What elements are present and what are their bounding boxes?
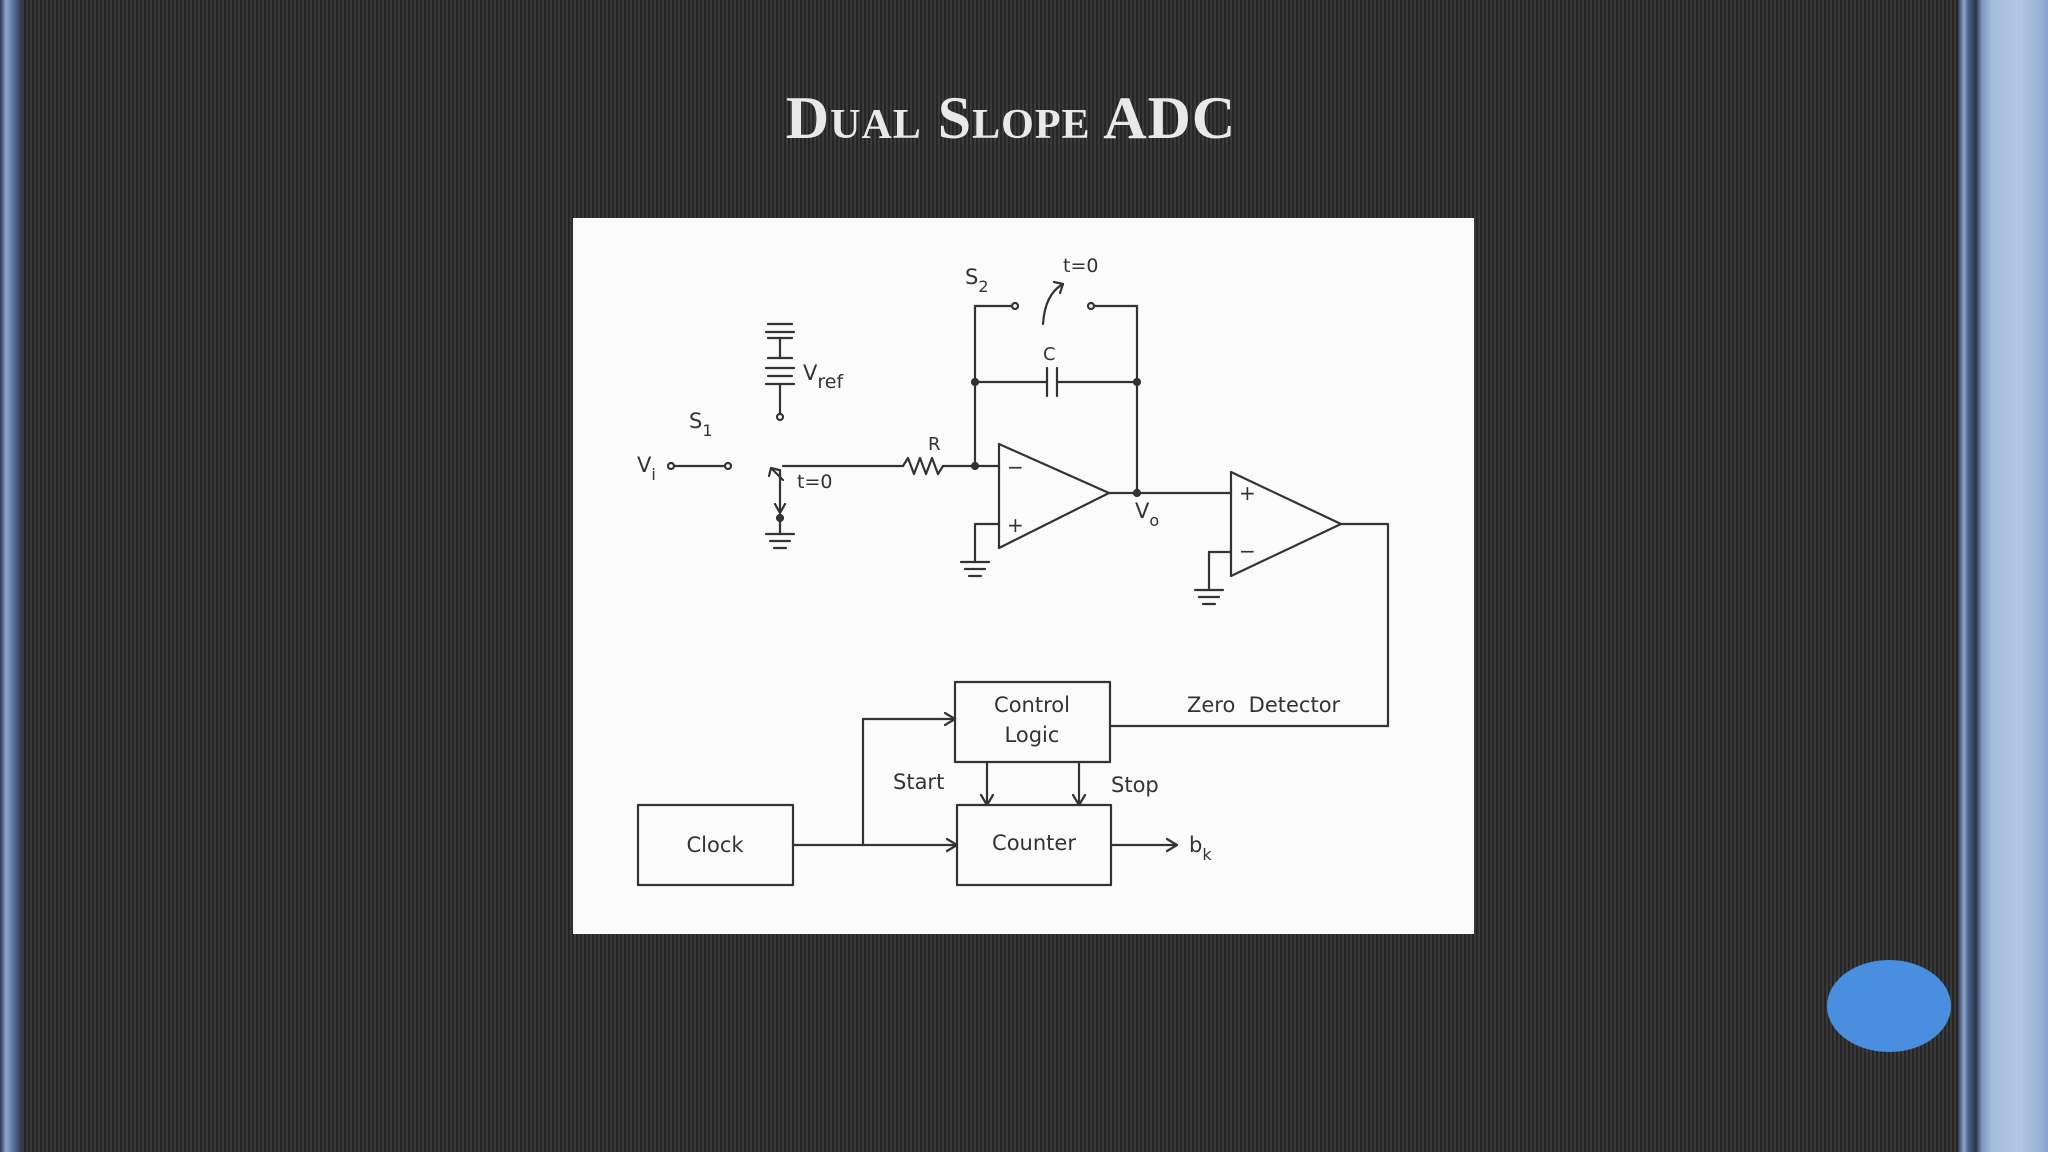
circuit-svg: Vi S1 S2 t=0 t=0 Vref R C Vo − + + − Zer…	[636, 255, 1390, 887]
slide-nav-button[interactable]	[1827, 960, 1951, 1052]
label-c: C	[1043, 344, 1056, 365]
label-comparator-plus: +	[1239, 481, 1256, 505]
label-vref: Vref	[803, 361, 844, 393]
s1-pole-arrow	[773, 502, 787, 515]
label-integrator-minus: −	[1007, 455, 1024, 479]
vref-terminal	[775, 412, 785, 422]
arrowhead-control-in	[943, 711, 957, 727]
label-integrator-plus: +	[1007, 513, 1024, 537]
s2-contact-left	[1010, 301, 1020, 311]
integrator-opamp	[997, 442, 1111, 550]
label-start: Start	[893, 770, 944, 794]
label-clock: Clock	[686, 833, 744, 857]
s2-arrowhead	[1052, 280, 1065, 295]
label-t0-top: t=0	[1063, 255, 1098, 277]
label-s2: S2	[965, 265, 989, 296]
arrowhead-counter-in	[945, 837, 959, 853]
wire-clock-to-control	[861, 717, 957, 847]
zero-detector-wire	[1108, 522, 1390, 728]
node-vo	[1132, 488, 1142, 498]
arrowhead-bk	[1165, 837, 1179, 853]
s1-blade-arrowhead	[767, 466, 781, 478]
s1-contact	[723, 461, 733, 471]
label-t0-mid: t=0	[797, 471, 832, 493]
s1-blade	[769, 466, 785, 482]
label-control-line1: Control	[994, 693, 1070, 717]
circuit-diagram: Vi S1 S2 t=0 t=0 Vref R C Vo − + + − Zer…	[573, 218, 1474, 934]
left-border-stripe	[0, 0, 22, 1152]
comparator-opamp	[1229, 470, 1343, 578]
arrowhead-start	[979, 793, 995, 807]
label-bk: bk	[1189, 833, 1212, 864]
label-r: R	[928, 434, 941, 455]
label-control-line2: Logic	[1005, 723, 1060, 747]
slide-title: Dual Slope ADC	[785, 85, 1237, 151]
label-counter: Counter	[992, 831, 1076, 855]
label-vi: Vi	[637, 453, 656, 484]
label-zero-detector: Zero Detector	[1187, 693, 1341, 717]
label-comparator-minus: −	[1239, 539, 1256, 563]
label-vo: Vo	[1135, 499, 1159, 530]
control-logic-box	[953, 680, 1112, 764]
resistor-r	[901, 456, 945, 476]
label-s1: S1	[689, 409, 713, 440]
s2-arrow	[1041, 282, 1065, 326]
arrowhead-stop	[1071, 793, 1087, 807]
right-border-stripe	[1958, 0, 2048, 1152]
label-stop: Stop	[1111, 773, 1159, 797]
